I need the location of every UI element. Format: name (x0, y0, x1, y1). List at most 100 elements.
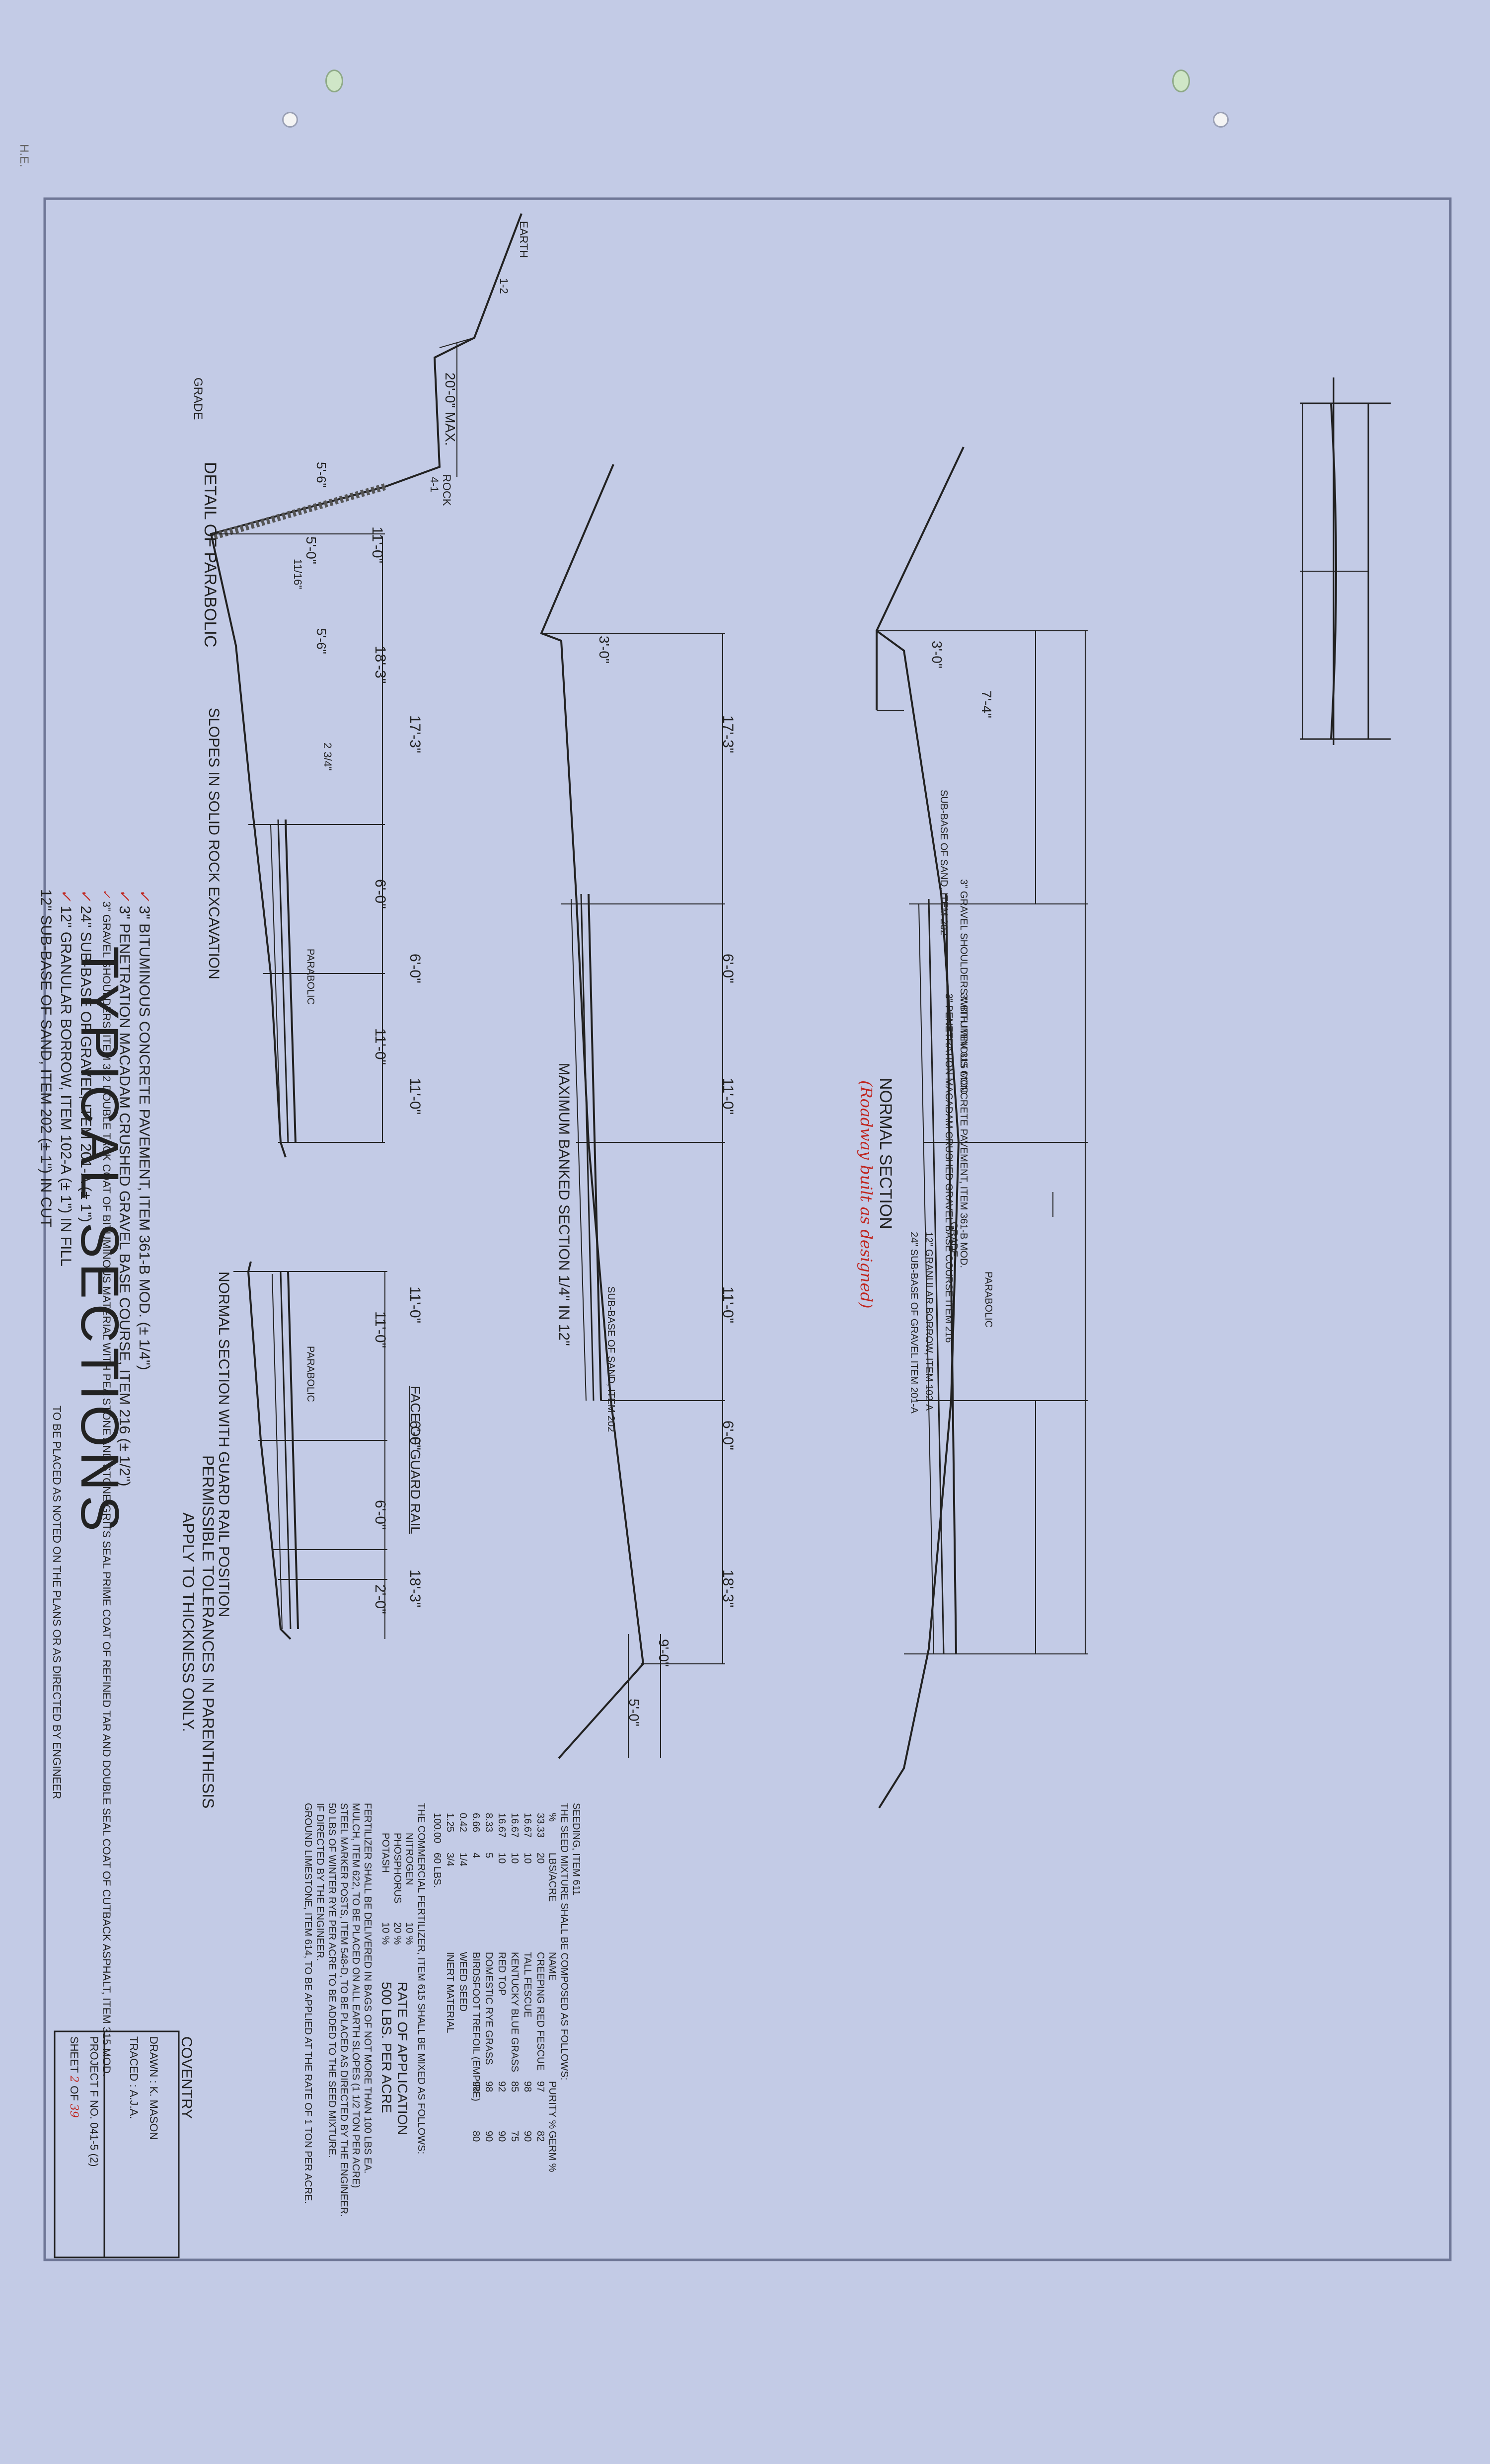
layer-item: ✓ 3" PENETRATION MACADAM CRUSHED GRAVEL … (116, 889, 133, 1487)
layer-item: ✓ 12" GRANULAR BORROW, ITEM 102-A (± 1")… (57, 889, 74, 1267)
seeding-cell: 90 (483, 2131, 494, 2142)
normal-pavement-label: 3" BITUMINOUS CONCRETE PAVEMENT, ITEM 36… (958, 993, 969, 1269)
normal-dim: 18'-3" (407, 1569, 423, 1608)
seeding-cell: 82 (535, 2131, 546, 2142)
seeding-cell: 0.42 (457, 1813, 468, 1832)
seeding-cell: 10 (509, 1853, 520, 1864)
normal-section-title: NORMAL SECTION (876, 1078, 895, 1229)
fertilizer-intro: THE COMMERCIAL FERTILIZER, ITEM 615 SHAL… (416, 1803, 427, 2155)
title-block-drawn: DRAWN : K. MASON (148, 2036, 160, 2140)
punch-hole-left (282, 112, 298, 128)
seeding-cell: RED TOP (496, 1952, 507, 1996)
guardrail-section (233, 1261, 387, 1640)
rate-value: 500 LBS. PER ACRE (379, 1982, 394, 2113)
parabolic-dim: 11/16" (292, 559, 304, 590)
seeding-header: PURITY % (547, 2081, 558, 2129)
banked-dim: 18'-3" (720, 1569, 736, 1608)
rock-dim: 20'-0" MAX. (443, 373, 458, 446)
seeding-cell: 98 (483, 2081, 494, 2092)
normal-base-label: 3" PENETRATION MACADAM CRUSHED GRAVEL BA… (943, 993, 954, 1343)
seeding-note: STEEL MARKER POSTS, ITEM 548-D, TO BE PL… (338, 1803, 349, 2217)
seeding-note: 50 LBS OF WINTER RYE PER ACRE TO BE ADDE… (326, 1803, 337, 2158)
tolerance-note-2: APPLY TO THICKNESS ONLY. (179, 1512, 197, 1732)
rock-section (210, 213, 522, 1158)
seeding-note: MULCH, ITEM 622, TO BE PLACED ON ALL EAR… (350, 1803, 361, 2188)
seeding-cell: 90 (522, 2131, 533, 2142)
normal-borrow-label: 12" GRANULAR BORROW, ITEM 102-A (923, 1232, 934, 1411)
seeding-cell: 97 (535, 2081, 546, 2092)
seeding-cell: 60 LBS. (432, 1853, 443, 1888)
seeding-cell: CREEPING RED FESCUE (535, 1952, 546, 2071)
banked-dim: 11'-0" (720, 1078, 736, 1115)
seeding-cell: 90 (496, 2131, 507, 2142)
seeding-cell: 75 (509, 2131, 520, 2142)
rock-dim: 11'-0" (372, 1028, 388, 1065)
seeding-cell: 4 (470, 1853, 481, 1859)
seeding-cell: WEED SEED (457, 1952, 468, 2012)
normal-dim: 6'-0" (407, 954, 423, 983)
rock-earth-label: EARTH (518, 221, 530, 258)
rate-title: RATE OF APPLICATION (395, 1982, 410, 2135)
banked-section-title: MAXIMUM BANKED SECTION 1/4" IN 12" (556, 1063, 572, 1346)
seeding-cell: 16.67 (496, 1813, 507, 1838)
seeding-cell: 6.66 (470, 1813, 481, 1832)
seeding-note: FERTILIZER SHALL BE DELIVERED IN BAGS OF… (362, 1803, 373, 2174)
banked-dim: 6'-0" (720, 1420, 736, 1450)
seeding-cell: 85 (509, 2081, 520, 2092)
tolerance-note-1: PERMISSIBLE TOLERANCES IN PARENTHESIS (199, 1455, 217, 1809)
parabolic-grade-label: GRADE (191, 377, 205, 420)
rock-dim: 6'-0" (372, 879, 388, 909)
title-block-town: COVENTRY (178, 2036, 195, 2119)
normal-dim: 11'-0" (407, 1286, 423, 1324)
bracket-note: TO BE PLACED AS NOTED ON THE PLANS OR AS… (51, 1406, 63, 1799)
banked-dim: 6'-0" (720, 954, 736, 983)
seeding-cell: 10 (496, 1853, 507, 1864)
title-block-project: PROJECT F NO. 041-5 (2) (88, 2036, 100, 2167)
seeding-note: IF DIRECTED BY THE ENGINEER. (314, 1803, 325, 1961)
rock-slope-label: 1-2 (498, 278, 510, 294)
layer-item: ✓ 3" GRAVEL SHOULDERS, ITEM 302 DOUBLE T… (100, 889, 113, 2077)
normal-section (875, 447, 1088, 1809)
seeding-cell: 8.33 (483, 1813, 494, 1832)
rock-section-title: SLOPES IN SOLID ROCK EXCAVATION (206, 708, 222, 979)
parabolic-detail (1300, 377, 1391, 745)
rock-ratio-label: 4-1 (428, 477, 441, 493)
parabolic-dim: 5'-6" (314, 628, 329, 654)
normal-dim: 7'-4" (979, 690, 994, 718)
seeding-cell: 3/4 (445, 1853, 455, 1867)
normal-parabolic-label: PARABOLIC (983, 1271, 994, 1328)
seeding-cell: 1/4 (457, 1853, 468, 1867)
guardrail-section-title: NORMAL SECTION WITH GUARD RAIL POSITION (216, 1271, 232, 1618)
fertilizer-item: POTASH (380, 1833, 391, 1873)
banked-section (540, 464, 725, 1759)
seeding-cell: BIRDSFOOT TREFOIL (EMPIRE) (470, 1952, 481, 2101)
layer-item: ✓ 24" SUB-BASE OF GRAVEL, ITEM 201-A (± … (77, 889, 94, 1222)
seeding-cell: 20 (535, 1853, 546, 1864)
seeding-cell: 5 (483, 1853, 494, 1859)
seeding-cell: 16.67 (522, 1813, 533, 1838)
rock-dim: 18'-3" (372, 646, 388, 684)
seeding-cell: 16.67 (509, 1813, 520, 1838)
seeding-header: LBS/ACRE (547, 1853, 558, 1902)
seeding-cell: 10 (522, 1853, 533, 1864)
parabolic-dim: 2 3/4" (321, 743, 334, 771)
seeding-cell: 98 (522, 2081, 533, 2092)
punch-hole-right (1213, 112, 1229, 128)
parabolic-dim: 5'-6" (314, 462, 329, 488)
banked-dim: 11'-0" (720, 1286, 736, 1324)
normal-dim: 3'-0" (929, 641, 945, 669)
title-block-sheet: SHEET 2 OF 39 (68, 2036, 80, 2118)
rock-rock-label: ROCK (441, 474, 453, 506)
banked-dim: 3'-0" (596, 636, 612, 664)
parabolic-dim: 11'-0" (369, 526, 385, 564)
margin-stamp: H.E. (17, 144, 31, 167)
normal-dim: 11'-0" (407, 1078, 423, 1115)
seeding-note: GROUND LIMESTONE, ITEM 614, TO BE APPLIE… (302, 1803, 313, 2204)
banked-dim: 17'-3" (720, 715, 736, 753)
seeding-cell: 100.00 (432, 1813, 443, 1844)
normal-subbase-label: SUB-BASE OF SAND, ITEM 202 (938, 790, 949, 936)
banked-dim: 9'-0" (656, 1639, 671, 1667)
seeding-cell: 1.25 (445, 1813, 455, 1832)
